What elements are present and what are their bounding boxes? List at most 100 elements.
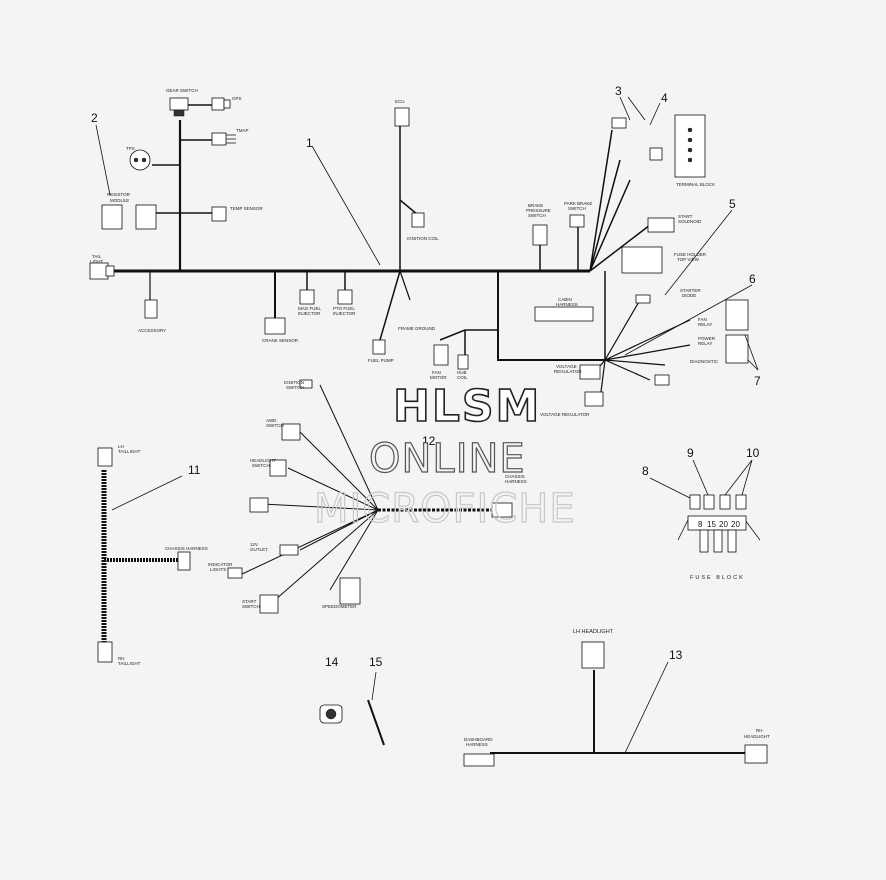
component-label: LH HEADLIGHT — [573, 629, 614, 635]
headlight-harness — [463, 641, 768, 767]
component-label: MOTOR — [430, 375, 447, 380]
component-label: PRESSURE — [526, 208, 551, 213]
loose-parts — [319, 699, 385, 746]
component-label: STARTER — [680, 288, 701, 293]
component-label: TEMP SENSOR — [230, 206, 263, 211]
callout-12: 12 — [422, 434, 436, 448]
component-label: DIAGNOSTIC — [690, 359, 719, 364]
component-label: HARNESS — [556, 302, 578, 307]
callout-leaders — [95, 96, 759, 754]
component-label: INJECTOR — [333, 311, 356, 316]
component-label: SOLENOID — [678, 219, 702, 224]
component-label: CRANK SENSOR — [262, 338, 299, 343]
callout-9: 9 — [687, 446, 694, 460]
component-label: RESISTOR — [107, 192, 131, 197]
component-label: DIODE — [682, 293, 696, 298]
component-label: RH — [118, 656, 125, 661]
component-labels: GEAR SWITCH GPS TPS TMAP RESISTOR MODULE… — [90, 88, 770, 747]
component-label: SWITCH — [252, 463, 270, 468]
component-label: LIGHT — [90, 259, 104, 264]
component-label: HUB — [457, 370, 467, 375]
dash-harness — [227, 379, 513, 614]
fuse-rating: 15 — [707, 520, 716, 529]
callout-7: 7 — [754, 374, 761, 388]
callout-1: 1 — [306, 136, 313, 150]
component-label: ONLINE — [369, 436, 526, 482]
component-label: TPS — [126, 146, 135, 151]
callout-2: 2 — [91, 111, 98, 125]
component-label: LIGHTS — [210, 567, 226, 572]
callout-8: 8 — [642, 464, 649, 478]
component-label: FUSE HOLDER — [674, 252, 707, 257]
component-label: AWD — [266, 418, 277, 423]
component-label: PTO FUEL — [333, 306, 355, 311]
component-label: COIL — [457, 375, 468, 380]
component-label: INDICATOR — [208, 562, 233, 567]
component-label: TOP VIEW — [677, 257, 700, 262]
component-label: SWITCH — [528, 213, 546, 218]
component-label: IGNITION COIL — [407, 236, 439, 241]
callout-10: 10 — [746, 446, 760, 460]
component-label: GPS — [232, 96, 242, 101]
callout-14: 14 — [325, 655, 339, 669]
component-label: FUSE BLOCK — [690, 575, 745, 581]
component-label: FUEL PUMP — [368, 358, 394, 363]
fuse-block — [677, 494, 761, 553]
chassis-harness — [97, 447, 191, 663]
component-label: SWITCH — [286, 385, 304, 390]
component-label: RH — [756, 728, 763, 733]
component-label: BRAKE — [528, 203, 543, 208]
callout-15: 15 — [369, 655, 383, 669]
component-label: SWITCH — [568, 206, 586, 211]
component-label: START — [678, 214, 693, 219]
callout-4: 4 — [661, 91, 668, 105]
callout-11: 11 — [188, 463, 201, 477]
component-label: VOLTAGE REGULATOR — [540, 412, 590, 417]
component-label: SPEEDOMETER — [322, 604, 357, 609]
component-label: INJECTOR — [298, 311, 321, 316]
component-label: RELAY — [698, 322, 712, 327]
component-label: FRAME GROUND — [398, 326, 436, 331]
callout-13: 13 — [669, 648, 683, 662]
component-label: HARNESS — [466, 742, 488, 747]
gear-switch-connector — [101, 97, 749, 407]
component-label: FAN — [432, 370, 441, 375]
fuse-ratings: 8 15 20 20 — [698, 520, 740, 529]
component-label: 12V — [250, 542, 258, 547]
component-label: TAIL — [92, 254, 102, 259]
component-label: POWER — [698, 336, 716, 341]
component-label: RELAY — [698, 341, 712, 346]
component-label: IGNITION — [284, 380, 304, 385]
callout-3: 3 — [615, 84, 622, 98]
component-label: HLSM — [393, 381, 541, 432]
fuse-rating: 20 — [719, 520, 728, 529]
component-label: HEADLIGHT — [744, 734, 770, 739]
fuse-rating: 20 — [731, 520, 740, 529]
component-label: CHASSIS HARNESS — [165, 546, 208, 551]
component-label: MICROFICHE — [314, 486, 576, 532]
component-label: SWITCH — [242, 604, 260, 609]
component-label: REGULATOR — [554, 369, 582, 374]
component-label: GEAR SWITCH — [166, 88, 198, 93]
component-label: FAN — [698, 317, 707, 322]
main-harness — [89, 104, 691, 401]
component-label: TAILLIGHT — [118, 449, 141, 454]
component-label: HARNESS — [505, 479, 527, 484]
component-label: CABIN — [558, 297, 572, 302]
component-label: VOLTAGE — [556, 364, 577, 369]
component-label: START — [242, 599, 257, 604]
callout-5: 5 — [729, 197, 736, 211]
component-label: ACCESSORY — [138, 328, 166, 333]
component-label: DASHBOARD — [464, 737, 493, 742]
watermark: HLSM ONLINE MICROFICHE — [313, 380, 576, 532]
callout-6: 6 — [749, 272, 756, 286]
component-label: CHASSIS — [505, 474, 525, 479]
component-label: TMAP — [236, 128, 249, 133]
component-label: ECU — [395, 99, 405, 104]
component-label: PARK BRAKE — [564, 201, 592, 206]
component-label: SWITCH — [266, 423, 284, 428]
component-label: OUTLET — [250, 547, 268, 552]
component-label: MAG FUEL — [298, 306, 322, 311]
